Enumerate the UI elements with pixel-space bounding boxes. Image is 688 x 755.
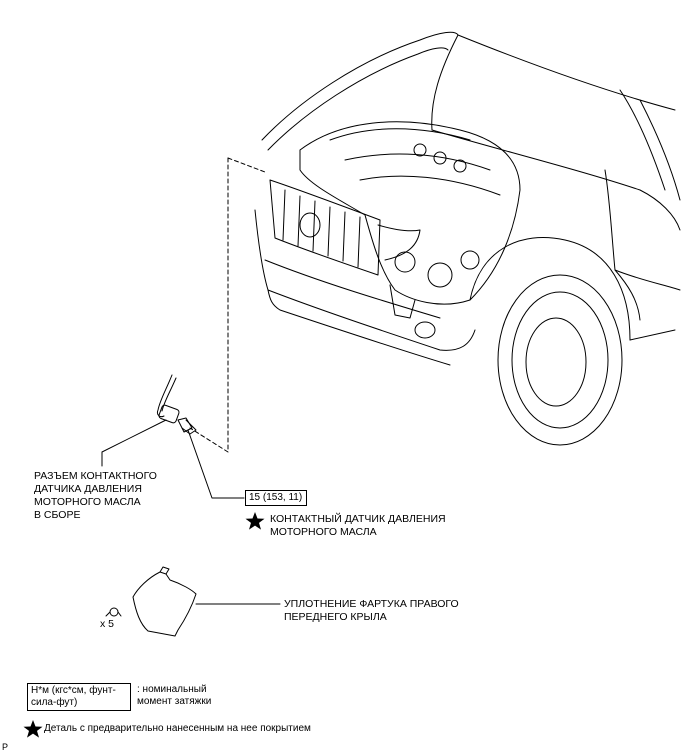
engine bbox=[299, 121, 521, 305]
radiator-grille bbox=[269, 179, 381, 276]
sensor-leader bbox=[187, 429, 245, 499]
connector-label-line1: РАЗЪЕМ КОНТАКТНОГО bbox=[34, 470, 157, 482]
a-pillar bbox=[457, 34, 676, 111]
legend-torque-desc-line2: момент затяжки bbox=[137, 696, 212, 707]
wheel-arch bbox=[469, 237, 631, 341]
torque-spec-box: 15 (153, 11) bbox=[245, 490, 307, 506]
precoated-star-icon bbox=[245, 512, 265, 530]
sensor-label: КОНТАКТНЫЙ ДАТЧИК ДАВЛЕНИЯ МОТОРНОГО МАС… bbox=[270, 513, 446, 539]
headlight bbox=[377, 224, 421, 261]
seal-label-line2: ПЕРЕДНЕГО КРЫЛА bbox=[284, 611, 387, 623]
connector-label: РАЗЪЕМ КОНТАКТНОГО ДАТЧИКА ДАВЛЕНИЯ МОТО… bbox=[34, 470, 157, 522]
legend-torque-units-box: Н*м (кгс*см, фунт- сила-фут) bbox=[27, 683, 131, 711]
seal-label: УПЛОТНЕНИЕ ФАРТУКА ПРАВОГО ПЕРЕДНЕГО КРЫ… bbox=[284, 598, 459, 624]
sensor-label-line1: КОНТАКТНЫЙ ДАТЧИК ДАВЛЕНИЯ bbox=[270, 513, 446, 525]
fender-seal bbox=[132, 571, 197, 637]
connector-body bbox=[158, 404, 180, 424]
legend-torque-desc-line1: : номинальный bbox=[137, 684, 207, 695]
sensor-label-line2: МОТОРНОГО МАСЛА bbox=[270, 526, 377, 538]
clip bbox=[109, 607, 119, 617]
body-side bbox=[431, 129, 681, 231]
connector-label-line4: В СБОРЕ bbox=[34, 509, 81, 521]
legend-star-icon bbox=[23, 720, 43, 738]
wire-harness bbox=[157, 374, 173, 418]
open-hood bbox=[261, 31, 459, 141]
connector-label-line3: МОТОРНОГО МАСЛА bbox=[34, 496, 141, 508]
connector-leader bbox=[101, 419, 167, 467]
seal-label-line1: УПЛОТНЕНИЕ ФАРТУКА ПРАВОГО bbox=[284, 598, 459, 610]
legend-precoated-text: Деталь с предварительно нанесенным на не… bbox=[44, 723, 311, 734]
connector-label-line2: ДАТЧИКА ДАВЛЕНИЯ bbox=[34, 483, 142, 495]
corner-mark: P bbox=[2, 742, 9, 752]
torque-spec-value: 15 (153, 11) bbox=[249, 492, 303, 503]
legend-torque-units-line1: Н*м (кгс*см, фунт- bbox=[31, 685, 116, 696]
guide-line bbox=[189, 157, 229, 453]
legend-torque-desc: : номинальный момент затяжки bbox=[137, 684, 211, 708]
front-tire bbox=[497, 274, 623, 446]
front-bumper bbox=[254, 209, 476, 351]
legend-torque-units-line2: сила-фут) bbox=[31, 697, 78, 708]
clip-count: x 5 bbox=[100, 618, 115, 630]
